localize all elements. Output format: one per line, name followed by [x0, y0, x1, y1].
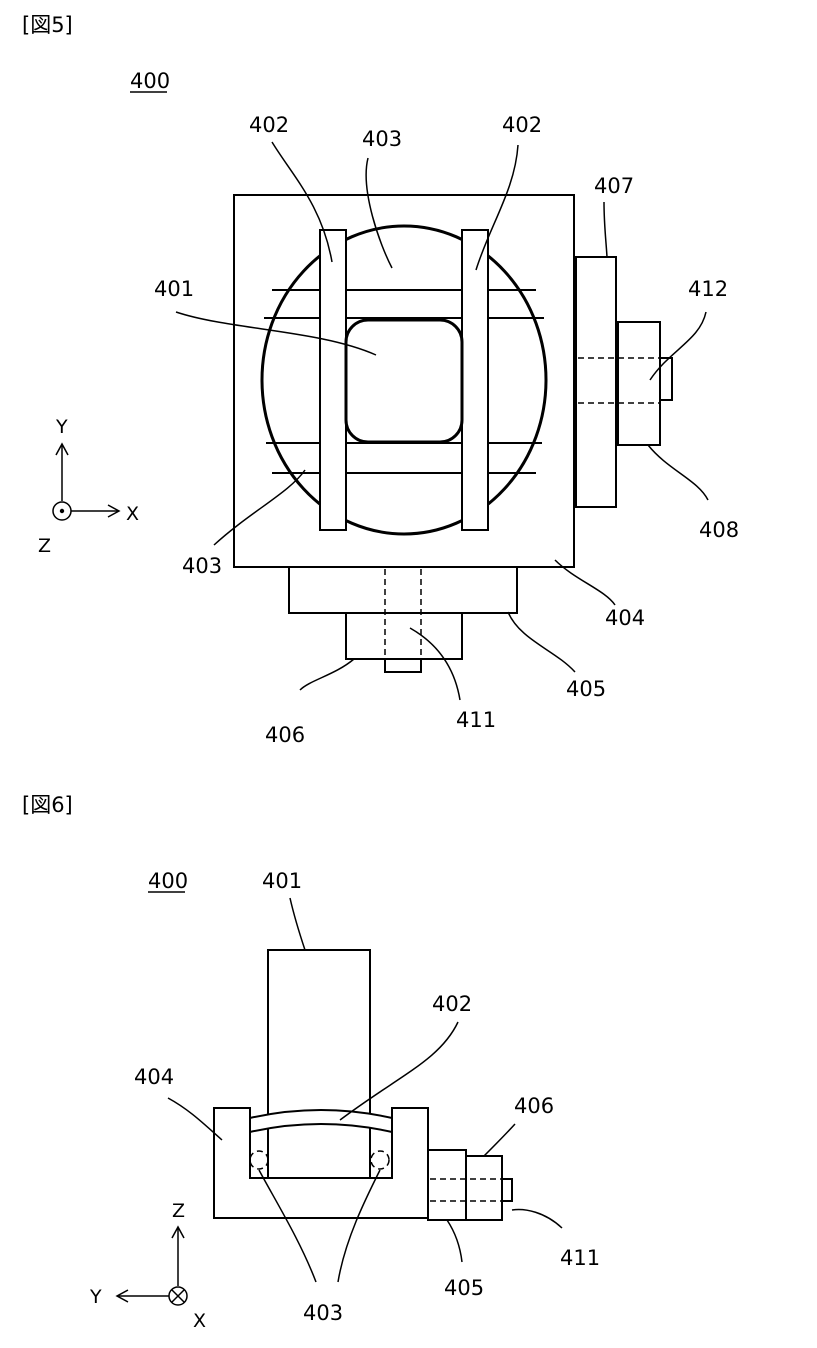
label-403-top: 403	[362, 127, 402, 151]
leader-line	[554, 559, 616, 606]
axis-triad-fig6: Z Y X	[89, 1200, 206, 1332]
z-out-of-page-icon	[52, 501, 72, 521]
label-402-right: 402	[502, 113, 542, 137]
label-405: 405	[566, 677, 606, 701]
label-411: 411	[456, 708, 496, 732]
leader-line	[603, 201, 608, 258]
screw-body-408	[617, 321, 661, 446]
leader-line	[258, 1169, 317, 1283]
element-401	[344, 318, 464, 444]
label-404: 404	[605, 606, 645, 630]
x-into-page-icon	[168, 1286, 188, 1306]
label-405: 405	[444, 1276, 484, 1300]
leader-line	[167, 1097, 223, 1141]
leader-line	[175, 311, 377, 356]
label-406: 406	[265, 723, 305, 747]
figure-5-reference-number: 400	[130, 69, 170, 93]
leader-line	[475, 144, 519, 271]
axis-label-y: Y	[55, 416, 68, 438]
leader-line	[365, 157, 393, 269]
screw-tip-411	[384, 658, 422, 673]
guide-402-left	[319, 229, 347, 531]
plate-405	[288, 566, 518, 614]
curved-plate-402	[249, 1109, 393, 1134]
label-406: 406	[514, 1094, 554, 1118]
figure-5: [図5] 400	[22, 13, 739, 747]
ball-403-left	[249, 1150, 269, 1170]
label-408: 408	[699, 518, 739, 542]
leader-line	[446, 1219, 463, 1263]
ball-403-right	[370, 1150, 390, 1170]
axis-label-y: Y	[89, 1286, 102, 1308]
x-cross-icon	[171, 1289, 185, 1303]
label-402-left: 402	[249, 113, 289, 137]
label-403: 403	[303, 1301, 343, 1325]
screw-tip-412	[659, 357, 673, 401]
axis-label-z: Z	[172, 1200, 185, 1222]
leader-line	[339, 1021, 459, 1121]
axis-triad-fig5: Y X Z	[38, 416, 139, 557]
label-402: 402	[432, 992, 472, 1016]
label-401: 401	[262, 869, 302, 893]
screw-tip-411	[501, 1178, 513, 1202]
leader-line	[649, 311, 707, 381]
leader-line	[507, 611, 576, 673]
screw-body-406	[345, 612, 463, 660]
figure-6-title: [図6]	[22, 793, 73, 817]
leader-line	[289, 897, 306, 951]
arrowhead-icon	[55, 442, 69, 456]
figure-6: [図6] 400 401 402 404 406 411	[22, 793, 600, 1332]
label-412: 412	[688, 277, 728, 301]
label-411: 411	[560, 1246, 600, 1270]
leader-line	[511, 1208, 563, 1229]
leader-line	[213, 469, 306, 546]
axis-label-z: Z	[38, 535, 51, 557]
label-403-bottom: 403	[182, 554, 222, 578]
label-401: 401	[154, 277, 194, 301]
plate-405	[427, 1149, 467, 1221]
label-407: 407	[594, 174, 634, 198]
z-dot-icon	[59, 508, 65, 514]
leader-line	[337, 1169, 381, 1283]
leader-line	[483, 1123, 516, 1157]
circular-opening	[260, 224, 548, 536]
leader-line	[299, 658, 355, 691]
arrowhead-icon	[115, 1289, 129, 1303]
screw-body-406	[465, 1155, 503, 1221]
leader-line	[409, 627, 461, 701]
axis-label-x: X	[126, 503, 139, 525]
guide-402-right	[461, 229, 489, 531]
mount-plate-407	[575, 256, 617, 508]
leader-line	[647, 444, 709, 501]
label-404: 404	[134, 1065, 174, 1089]
figure-6-reference-number: 400	[148, 869, 188, 893]
axis-label-x: X	[193, 1310, 206, 1332]
leader-line	[271, 141, 333, 263]
figure-5-title: [図5]	[22, 13, 73, 37]
arrowhead-icon	[171, 1225, 185, 1239]
element-401	[267, 949, 371, 1179]
arrowhead-icon	[107, 504, 121, 518]
